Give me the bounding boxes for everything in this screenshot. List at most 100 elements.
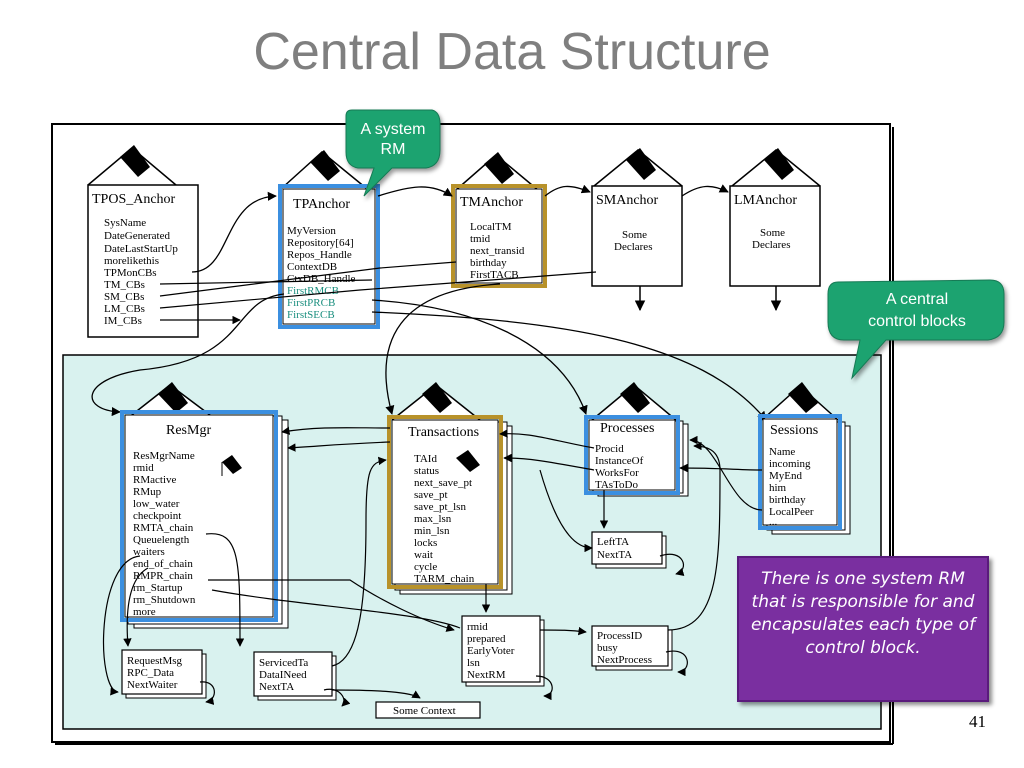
svg-text:waiters: waiters bbox=[133, 546, 165, 558]
svg-text:checkpoint: checkpoint bbox=[133, 510, 181, 522]
svg-text:ServicedTa: ServicedTa bbox=[259, 657, 308, 669]
tp-anchor: TPAnchor MyVersion Repository[64] Repos_… bbox=[278, 150, 380, 329]
svg-text:...: ... bbox=[769, 516, 778, 528]
svg-text:next_transid: next_transid bbox=[470, 245, 525, 257]
svg-text:RMactive: RMactive bbox=[133, 474, 176, 486]
svg-text:him: him bbox=[769, 482, 787, 494]
svg-text:FirstSECB: FirstSECB bbox=[287, 309, 335, 321]
svg-text:TPMonCBs: TPMonCBs bbox=[104, 267, 157, 279]
svg-text:min_lsn: min_lsn bbox=[414, 525, 450, 537]
svg-text:SysName: SysName bbox=[104, 217, 146, 229]
svg-text:prepared: prepared bbox=[467, 633, 506, 645]
sessions-block: Sessions Name incoming MyEnd him birthda… bbox=[758, 382, 851, 535]
svg-text:RMPR_chain: RMPR_chain bbox=[133, 570, 193, 582]
tpos-anchor-title: TPOS_Anchor bbox=[92, 192, 176, 207]
note-box: There is one system RM that is responsib… bbox=[737, 556, 989, 702]
svg-text:save_pt_lsn: save_pt_lsn bbox=[414, 501, 466, 513]
svg-text:TM_CBs: TM_CBs bbox=[104, 279, 145, 291]
svg-text:incoming: incoming bbox=[769, 458, 811, 470]
svg-text:RMup: RMup bbox=[133, 486, 162, 498]
svg-text:MyVersion: MyVersion bbox=[287, 225, 336, 237]
svg-text:rm_Shutdown: rm_Shutdown bbox=[133, 594, 196, 606]
svg-text:ProcessID: ProcessID bbox=[597, 630, 642, 642]
page-number: 41 bbox=[969, 712, 986, 731]
svg-text:low_water: low_water bbox=[133, 498, 180, 510]
request-block: RequestMsg RPC_Data NextWaiter bbox=[121, 649, 215, 705]
tpos-anchor: TPOS_Anchor SysName DateGenerated DateLa… bbox=[87, 145, 199, 338]
sm-anchor-title: SMAnchor bbox=[596, 193, 659, 208]
serviced-block: ServicedTa DataINeed NextTA bbox=[253, 651, 351, 707]
svg-text:TAId: TAId bbox=[414, 453, 437, 465]
transactions-block: Transactions TAId status next_save_pt sa… bbox=[387, 382, 513, 595]
svg-text:LeftTA: LeftTA bbox=[597, 536, 629, 548]
svg-text:cycle: cycle bbox=[414, 561, 437, 573]
svg-text:RMTA_chain: RMTA_chain bbox=[133, 522, 194, 534]
svg-text:Name: Name bbox=[769, 446, 795, 458]
lm-anchor-title: LMAnchor bbox=[734, 193, 797, 208]
svg-text:IM_CBs: IM_CBs bbox=[104, 315, 142, 327]
svg-text:InstanceOf: InstanceOf bbox=[595, 455, 644, 467]
svg-text:lsn: lsn bbox=[467, 657, 480, 669]
svg-text:Some Context: Some Context bbox=[393, 705, 456, 717]
svg-text:Repository[64]: Repository[64] bbox=[287, 237, 354, 249]
svg-text:TARM_chain: TARM_chain bbox=[414, 573, 475, 585]
svg-text:NextProcess: NextProcess bbox=[597, 654, 652, 666]
lm-anchor: LMAnchor Some Declares bbox=[729, 148, 821, 312]
svg-text:busy: busy bbox=[597, 642, 618, 654]
svg-text:Queuelength: Queuelength bbox=[133, 534, 190, 546]
transactions-title: Transactions bbox=[408, 425, 479, 440]
svg-text:birthday: birthday bbox=[470, 257, 507, 269]
svg-text:LocalTM: LocalTM bbox=[470, 221, 512, 233]
svg-text:EarlyVoter: EarlyVoter bbox=[467, 645, 515, 657]
svg-text:DateGenerated: DateGenerated bbox=[104, 230, 170, 242]
slide-title: Central Data Structure bbox=[253, 23, 771, 81]
svg-text:LocalPeer: LocalPeer bbox=[769, 506, 814, 518]
svg-text:MyEnd: MyEnd bbox=[769, 470, 803, 482]
processes-title: Processes bbox=[600, 421, 654, 436]
sm-anchor: SMAnchor Some Declares bbox=[591, 148, 683, 312]
svg-text:Declares: Declares bbox=[752, 239, 790, 251]
svg-text:birthday: birthday bbox=[769, 494, 806, 506]
svg-text:Procid: Procid bbox=[595, 443, 624, 455]
svg-text:Some: Some bbox=[760, 227, 785, 239]
svg-text:FirstPRCB: FirstPRCB bbox=[287, 297, 335, 309]
tm-anchor: TMAnchor LocalTM tmid next_transid birth… bbox=[451, 152, 547, 288]
svg-text:NextTA: NextTA bbox=[259, 681, 294, 693]
svg-text:TAsToDo: TAsToDo bbox=[595, 479, 638, 491]
svg-text:WorksFor: WorksFor bbox=[595, 467, 639, 479]
svg-text:end_of_chain: end_of_chain bbox=[133, 558, 193, 570]
svg-text:LM_CBs: LM_CBs bbox=[104, 303, 145, 315]
svg-text:NextRM: NextRM bbox=[467, 669, 506, 681]
svg-text:FirstTACB: FirstTACB bbox=[470, 269, 519, 281]
svg-text:next_save_pt: next_save_pt bbox=[414, 477, 472, 489]
svg-text:save_pt: save_pt bbox=[414, 489, 448, 501]
tm-anchor-title: TMAnchor bbox=[460, 195, 523, 210]
tp-anchor-title: TPAnchor bbox=[293, 197, 350, 212]
svg-text:FirstRMCB: FirstRMCB bbox=[287, 285, 339, 297]
svg-text:ResMgrName: ResMgrName bbox=[133, 450, 195, 462]
svg-text:more: more bbox=[133, 606, 156, 618]
svg-text:SM_CBs: SM_CBs bbox=[104, 291, 144, 303]
processes-block: Processes Procid InstanceOf WorksFor TAs… bbox=[584, 382, 689, 497]
resmgr-block: ResMgr ResMgrName rmid RMactive RMup low… bbox=[120, 382, 289, 629]
svg-text:rm_Startup: rm_Startup bbox=[133, 582, 183, 594]
svg-text:morelikethis: morelikethis bbox=[104, 255, 159, 267]
svg-text:Repos_Handle: Repos_Handle bbox=[287, 249, 352, 261]
svg-text:max_lsn: max_lsn bbox=[414, 513, 452, 525]
svg-text:wait: wait bbox=[414, 549, 433, 561]
svg-text:DateLastStartUp: DateLastStartUp bbox=[104, 243, 178, 255]
resmgr-title: ResMgr bbox=[166, 423, 211, 438]
svg-text:Declares: Declares bbox=[614, 241, 652, 253]
some-context-block: Some Context bbox=[375, 701, 481, 719]
leftta-block: LeftTA NextTA bbox=[591, 531, 685, 576]
rmid-block: rmid prepared EarlyVoter lsn NextRM bbox=[461, 615, 553, 701]
svg-text:rmid: rmid bbox=[467, 621, 488, 633]
svg-text:RPC_Data: RPC_Data bbox=[127, 667, 174, 679]
svg-text:ContextDB: ContextDB bbox=[287, 261, 337, 273]
svg-text:tmid: tmid bbox=[470, 233, 491, 245]
svg-text:Some: Some bbox=[622, 229, 647, 241]
svg-text:status: status bbox=[414, 465, 439, 477]
process-block: ProcessID busy NextProcess bbox=[591, 625, 688, 677]
svg-text:DataINeed: DataINeed bbox=[259, 669, 307, 681]
